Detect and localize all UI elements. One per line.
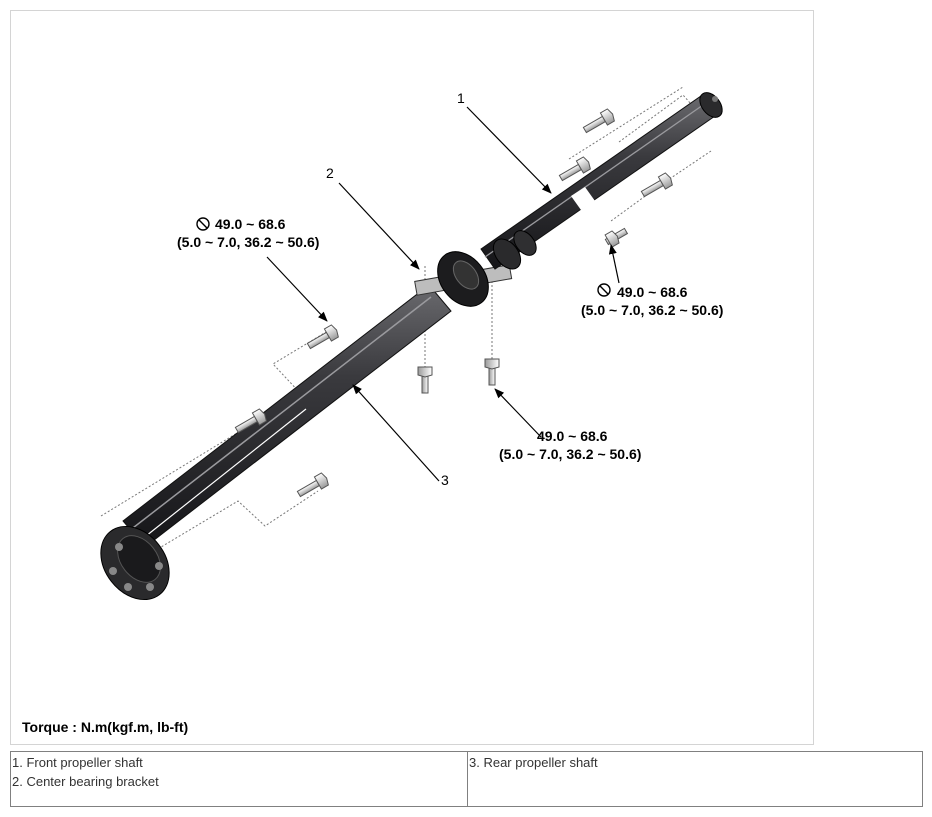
bolt-icon [640, 172, 673, 198]
callout-number-2: 2 [326, 165, 334, 181]
bolt-icon [582, 108, 615, 134]
front-propeller-shaft [480, 92, 723, 270]
legend-item-center-bearing-bracket: 2. Center bearing bracket [12, 774, 159, 789]
torque-spec-left: 49.0 ~ 68.6 (5.0 ~ 7.0, 36.2 ~ 50.6) [177, 216, 319, 250]
rear-propeller-shaft [100, 284, 452, 601]
legend-item-front-propeller-shaft: 1. Front propeller shaft [12, 755, 143, 770]
callout-number-3: 3 [441, 472, 449, 488]
bolt-icon [484, 358, 500, 386]
torque-spec-right: 49.0 ~ 68.6 (5.0 ~ 7.0, 36.2 ~ 50.6) [581, 283, 723, 318]
bolt-icon [558, 156, 591, 182]
torque-center-secondary: (5.0 ~ 7.0, 36.2 ~ 50.6) [499, 446, 641, 462]
propeller-shaft-diagram: 1 2 3 49.0 ~ 68.6 (5.0 ~ 7.0, 36.2 ~ 50.… [100, 86, 723, 601]
front-joint [699, 92, 723, 118]
center-bearing-bracket [414, 251, 513, 307]
no-reuse-icon [597, 283, 611, 297]
torque-spec-center: 49.0 ~ 68.6 (5.0 ~ 7.0, 36.2 ~ 50.6) [499, 428, 641, 462]
bolt-icon [234, 408, 267, 434]
torque-left-secondary: (5.0 ~ 7.0, 36.2 ~ 50.6) [177, 234, 319, 250]
legend-item-rear-propeller-shaft: 3. Rear propeller shaft [469, 755, 598, 770]
parts-legend-table: 1. Front propeller shaft 2. Center beari… [10, 751, 923, 807]
torque-center-primary: 49.0 ~ 68.6 [537, 428, 608, 444]
callout-number-1: 1 [457, 90, 465, 106]
torque-right-primary: 49.0 ~ 68.6 [617, 284, 688, 300]
legend-column-2: 3. Rear propeller shaft [467, 751, 923, 807]
legend-column-1: 1. Front propeller shaft 2. Center beari… [10, 751, 468, 807]
bolt-icon [296, 472, 329, 498]
bolts [234, 108, 673, 498]
bolt-icon [604, 227, 629, 248]
leader-arrows [266, 106, 620, 482]
propeller-shaft-figure: 1 2 3 49.0 ~ 68.6 (5.0 ~ 7.0, 36.2 ~ 50.… [10, 10, 814, 745]
table-row: 1. Front propeller shaft 2. Center beari… [10, 751, 923, 807]
rear-flange [100, 525, 170, 601]
torque-units-label: Torque : N.m(kgf.m, lb-ft) [22, 719, 189, 735]
torque-right-secondary: (5.0 ~ 7.0, 36.2 ~ 50.6) [581, 302, 723, 318]
no-reuse-icon [196, 217, 210, 231]
bolt-icon [417, 366, 433, 394]
torque-left-primary: 49.0 ~ 68.6 [215, 216, 286, 232]
bolt-icon [306, 324, 339, 350]
